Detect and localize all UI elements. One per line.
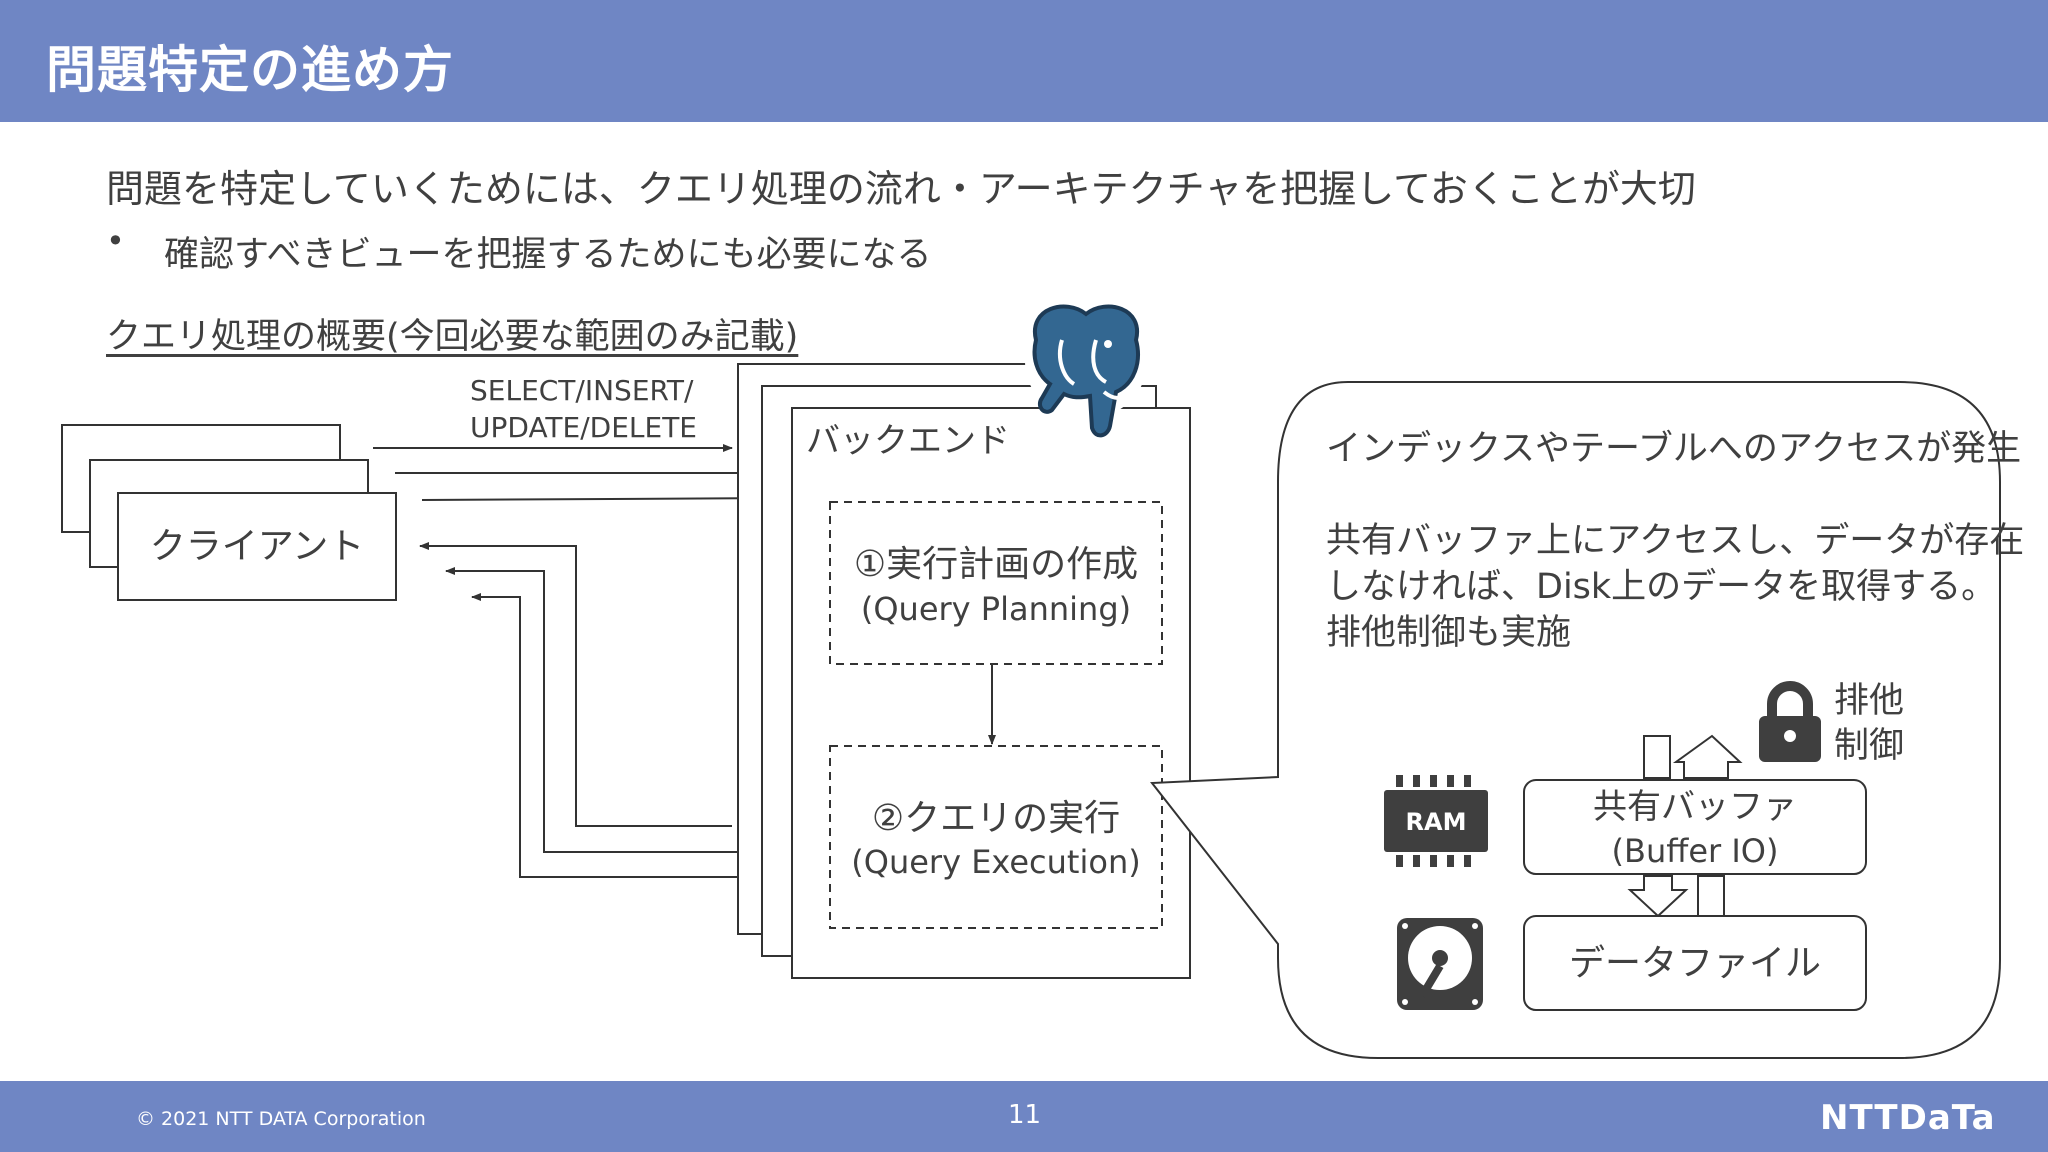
shared-buffer-box [1523,779,1867,875]
lock-icon [1759,681,1821,762]
page-number: 11 [1008,1100,1042,1130]
datafile-down-arrow [1627,875,1725,918]
slide-title: 問題特定の進め方 [46,41,454,99]
ram-label: RAM [1406,808,1467,836]
step1-line2: (Query Planning) [861,590,1131,628]
buffer-line2: (Buffer IO) [1612,832,1779,870]
client-stack [61,424,397,601]
data-file-box [1523,915,1867,1011]
diagram-subheading: クエリ処理の概要(今回必要な範囲のみ記載) [106,317,799,357]
lock-label-line1: 排他 [1834,681,1904,721]
ntt-data-logo: NTTDaTa [1820,1098,1996,1138]
lead-text: 問題を特定していくためには、クエリ処理の流れ・アーキテクチャを把握しておくことが… [106,167,1696,211]
lock-label-line2: 制御 [1834,726,1904,766]
callout-line2: 共有バッファ上にアクセスし、データが存在 [1326,521,2024,561]
request-label-line2: UPDATE/DELETE [470,411,697,444]
request-label-line1: SELECT/INSERT/ [470,374,694,407]
query-execution-box [829,745,1163,929]
callout-line1: インデックスやテーブルへのアクセスが発生 [1326,429,2021,469]
query-planning-box [829,501,1163,665]
response-arrows [419,542,782,878]
datafile-label: データファイル [1569,943,1821,984]
client-label: クライアント [150,526,365,567]
callout-bubble [1150,381,2001,1059]
backend-stack [737,363,1191,979]
footer-bar [0,1081,2048,1152]
buffer-line1: 共有バッファ [1593,787,1797,827]
callout-line3: しなければ、Disk上のデータを取得する。 [1326,567,1996,607]
header-bar [0,0,2048,122]
buffer-up-arrow [1643,734,1743,779]
backend-label: バックエンド [806,421,1010,461]
copyright-text: © 2021 NTT DATA Corporation [136,1108,426,1130]
callout-line4: 排他制御も実施 [1326,613,1571,653]
ram-chip-icon [1384,775,1488,867]
step2-line1: ②クエリの実行 [872,798,1120,839]
bullet-marker: • [106,222,125,260]
request-arrows [373,444,793,503]
hard-disk-icon [1397,918,1483,1010]
postgresql-elephant-icon [1025,304,1147,438]
step2-line2: (Query Execution) [851,843,1140,881]
step1-line1: ①実行計画の作成 [854,544,1138,585]
bullet-text: 確認すべきビューを把握するためにも必要になる [164,235,932,275]
